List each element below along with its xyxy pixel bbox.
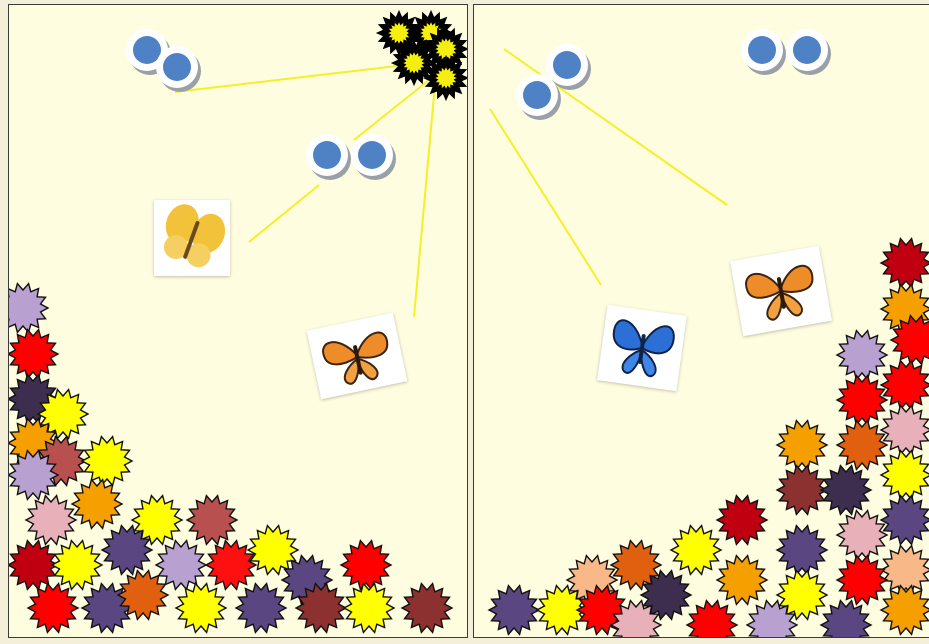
flower-piece[interactable] (837, 511, 887, 560)
flower-piece[interactable] (881, 361, 929, 410)
eye-disc (306, 134, 351, 180)
blue-butterfly-card[interactable] (597, 305, 687, 391)
eye-disc (156, 46, 201, 92)
connector-line (175, 62, 431, 92)
flower-piece[interactable] (236, 584, 286, 633)
sun-piece[interactable] (429, 61, 463, 95)
flower-piece[interactable] (402, 584, 452, 633)
orange-butterfly-icon (730, 246, 832, 336)
flower-piece[interactable] (821, 601, 871, 638)
flower-piece[interactable] (837, 421, 887, 470)
left-scene (9, 5, 468, 638)
flower-piece[interactable] (881, 239, 929, 288)
flower-pile (489, 239, 929, 638)
eye-pair[interactable] (741, 29, 831, 75)
flower-piece[interactable] (717, 556, 767, 605)
connector-line (414, 73, 436, 317)
yellow-sun-cluster[interactable] (382, 16, 463, 95)
eye-pair[interactable] (126, 29, 201, 92)
flower-piece[interactable] (248, 526, 298, 575)
yellow-butterfly-icon (154, 200, 230, 276)
flower-piece[interactable] (821, 466, 871, 515)
flower-piece[interactable] (9, 330, 58, 379)
eye-pair[interactable] (306, 134, 396, 180)
flower-piece[interactable] (82, 437, 132, 486)
flower-piece[interactable] (156, 541, 206, 590)
flower-piece[interactable] (344, 584, 394, 633)
flower-piece[interactable] (72, 480, 122, 529)
flower-piece[interactable] (881, 496, 929, 545)
flower-piece[interactable] (52, 541, 102, 590)
connector-line (354, 80, 429, 140)
flower-piece[interactable] (176, 584, 226, 633)
flower-piece[interactable] (881, 451, 929, 500)
flower-piece[interactable] (28, 584, 78, 633)
flower-piece[interactable] (206, 541, 256, 590)
eye-pairs (126, 29, 396, 180)
flower-piece[interactable] (687, 601, 737, 638)
flower-piece[interactable] (717, 496, 767, 545)
flower-piece[interactable] (881, 406, 929, 455)
eye-pair[interactable] (516, 44, 591, 120)
flower-piece[interactable] (837, 556, 887, 605)
connector-line (249, 185, 319, 242)
flower-piece[interactable] (837, 331, 887, 380)
sun-piece[interactable] (397, 46, 431, 80)
flower-piece[interactable] (26, 496, 76, 545)
orange-butterfly-card[interactable] (730, 246, 832, 336)
flower-piece[interactable] (341, 541, 391, 590)
eye-disc (351, 134, 396, 180)
right-scene (474, 5, 929, 638)
flower-piece[interactable] (671, 526, 721, 575)
blue-butterfly-icon (597, 305, 687, 391)
flower-piece[interactable] (187, 496, 237, 545)
flower-piece[interactable] (777, 466, 827, 515)
eye-disc (786, 29, 831, 75)
connector-line (490, 109, 601, 285)
flower-piece[interactable] (777, 421, 827, 470)
flower-piece[interactable] (881, 586, 929, 635)
flower-piece[interactable] (489, 586, 539, 635)
eye-disc (741, 29, 786, 75)
eye-pairs (516, 29, 831, 120)
flower-piece[interactable] (881, 546, 929, 595)
connector-line (504, 49, 727, 205)
flower-piece[interactable] (837, 376, 887, 425)
flower-piece[interactable] (777, 526, 827, 575)
left-panel (8, 4, 468, 638)
right-panel (473, 4, 929, 638)
connector-lines (175, 62, 436, 317)
yellow-butterfly-card[interactable] (154, 200, 230, 276)
flower-piece[interactable] (9, 284, 48, 333)
